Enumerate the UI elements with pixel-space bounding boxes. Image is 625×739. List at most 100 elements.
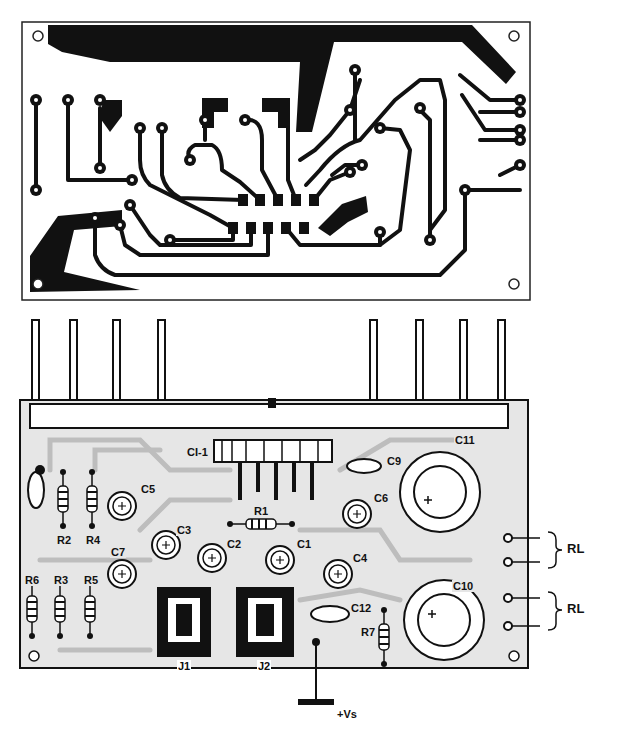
brace bbox=[548, 592, 562, 630]
pad bbox=[35, 465, 45, 475]
pad-ring bbox=[514, 106, 526, 118]
supply-label: +Vs bbox=[336, 708, 358, 720]
pad bbox=[184, 154, 196, 166]
hole bbox=[33, 279, 43, 289]
capacitor-symbol bbox=[198, 544, 226, 572]
color-band bbox=[27, 615, 37, 617]
part-label: C4 bbox=[352, 552, 368, 564]
plus-mark bbox=[353, 510, 361, 518]
pad bbox=[344, 104, 356, 116]
ic-ribs bbox=[222, 440, 318, 462]
pad bbox=[255, 194, 265, 206]
capacitor-symbol bbox=[108, 492, 136, 520]
pad-ring bbox=[349, 64, 361, 76]
pad-hole bbox=[518, 110, 522, 114]
pad bbox=[504, 558, 512, 566]
pad-hole bbox=[378, 230, 382, 234]
pad-hole bbox=[203, 118, 207, 122]
pad bbox=[94, 162, 106, 174]
part-label: R3 bbox=[53, 574, 69, 586]
pad bbox=[514, 159, 526, 171]
output-wires bbox=[512, 532, 562, 630]
pad-hole bbox=[34, 188, 38, 192]
load-label: RL bbox=[566, 543, 585, 555]
pad bbox=[30, 184, 42, 196]
pad-hole bbox=[378, 126, 382, 130]
pad-ring bbox=[30, 184, 42, 196]
rib bbox=[317, 440, 319, 462]
supply-terminal bbox=[298, 699, 334, 705]
part-label: C11 bbox=[454, 434, 476, 446]
pad-hole bbox=[360, 163, 364, 167]
part-label: C12 bbox=[350, 602, 372, 614]
pad-hole bbox=[34, 98, 38, 102]
pad bbox=[238, 194, 248, 206]
part-label: R2 bbox=[56, 534, 72, 546]
trace bbox=[162, 130, 243, 200]
pad-ring bbox=[424, 234, 436, 246]
pad-hole bbox=[518, 163, 522, 167]
jack-socket bbox=[176, 604, 192, 636]
pad bbox=[199, 114, 211, 126]
capacitor-outline bbox=[404, 580, 484, 660]
capacitor-symbol bbox=[108, 560, 136, 588]
pad bbox=[309, 194, 319, 206]
pad-ring bbox=[94, 162, 106, 174]
part-label: R5 bbox=[83, 574, 99, 586]
ic-pins bbox=[240, 462, 312, 500]
jack-body bbox=[236, 587, 294, 657]
color-band bbox=[251, 519, 253, 529]
trace-shadow bbox=[300, 530, 470, 560]
pad-hole bbox=[518, 98, 522, 102]
pad-ring bbox=[459, 184, 471, 196]
trace bbox=[188, 145, 260, 200]
pin bbox=[292, 462, 296, 492]
pad-hole bbox=[518, 138, 522, 142]
pad bbox=[289, 521, 295, 527]
resistor-body bbox=[55, 596, 65, 622]
pad bbox=[281, 222, 291, 234]
board-outline bbox=[22, 22, 530, 300]
pad bbox=[381, 661, 387, 667]
capacitor-top bbox=[329, 565, 347, 583]
pad-ring bbox=[94, 94, 106, 106]
capacitor-outline bbox=[198, 544, 226, 572]
trace bbox=[98, 108, 102, 165]
plus-mark bbox=[118, 570, 126, 578]
pad bbox=[374, 122, 386, 134]
pad bbox=[124, 199, 136, 211]
pad-hole bbox=[66, 98, 70, 102]
capacitor-top bbox=[271, 551, 289, 569]
trace bbox=[460, 75, 520, 130]
pad bbox=[114, 219, 126, 231]
color-band bbox=[85, 601, 95, 603]
polarity-marks bbox=[424, 496, 436, 618]
pin bbox=[310, 462, 314, 500]
pad bbox=[57, 633, 63, 639]
color-band bbox=[379, 643, 389, 645]
pad-hole bbox=[128, 203, 132, 207]
color-band bbox=[27, 601, 37, 603]
pad bbox=[291, 194, 301, 206]
heatsink-fin bbox=[460, 320, 467, 410]
pad bbox=[87, 633, 93, 639]
pad-ring bbox=[374, 122, 386, 134]
plus-mark bbox=[428, 610, 436, 618]
component-side bbox=[20, 320, 562, 705]
pad-hole bbox=[518, 128, 522, 132]
pad bbox=[299, 222, 309, 234]
pad bbox=[273, 194, 283, 206]
pad-ring bbox=[199, 114, 211, 126]
pad bbox=[228, 222, 238, 234]
trace bbox=[465, 112, 520, 190]
capacitor-top bbox=[348, 505, 366, 523]
resistor-symbol bbox=[227, 519, 295, 529]
part-label: J1 bbox=[177, 660, 191, 672]
brace bbox=[548, 532, 562, 568]
rib bbox=[231, 440, 233, 462]
hole bbox=[33, 31, 43, 41]
resistor-symbol bbox=[87, 469, 97, 529]
capacitor-top bbox=[203, 549, 221, 567]
pin bbox=[256, 462, 260, 492]
